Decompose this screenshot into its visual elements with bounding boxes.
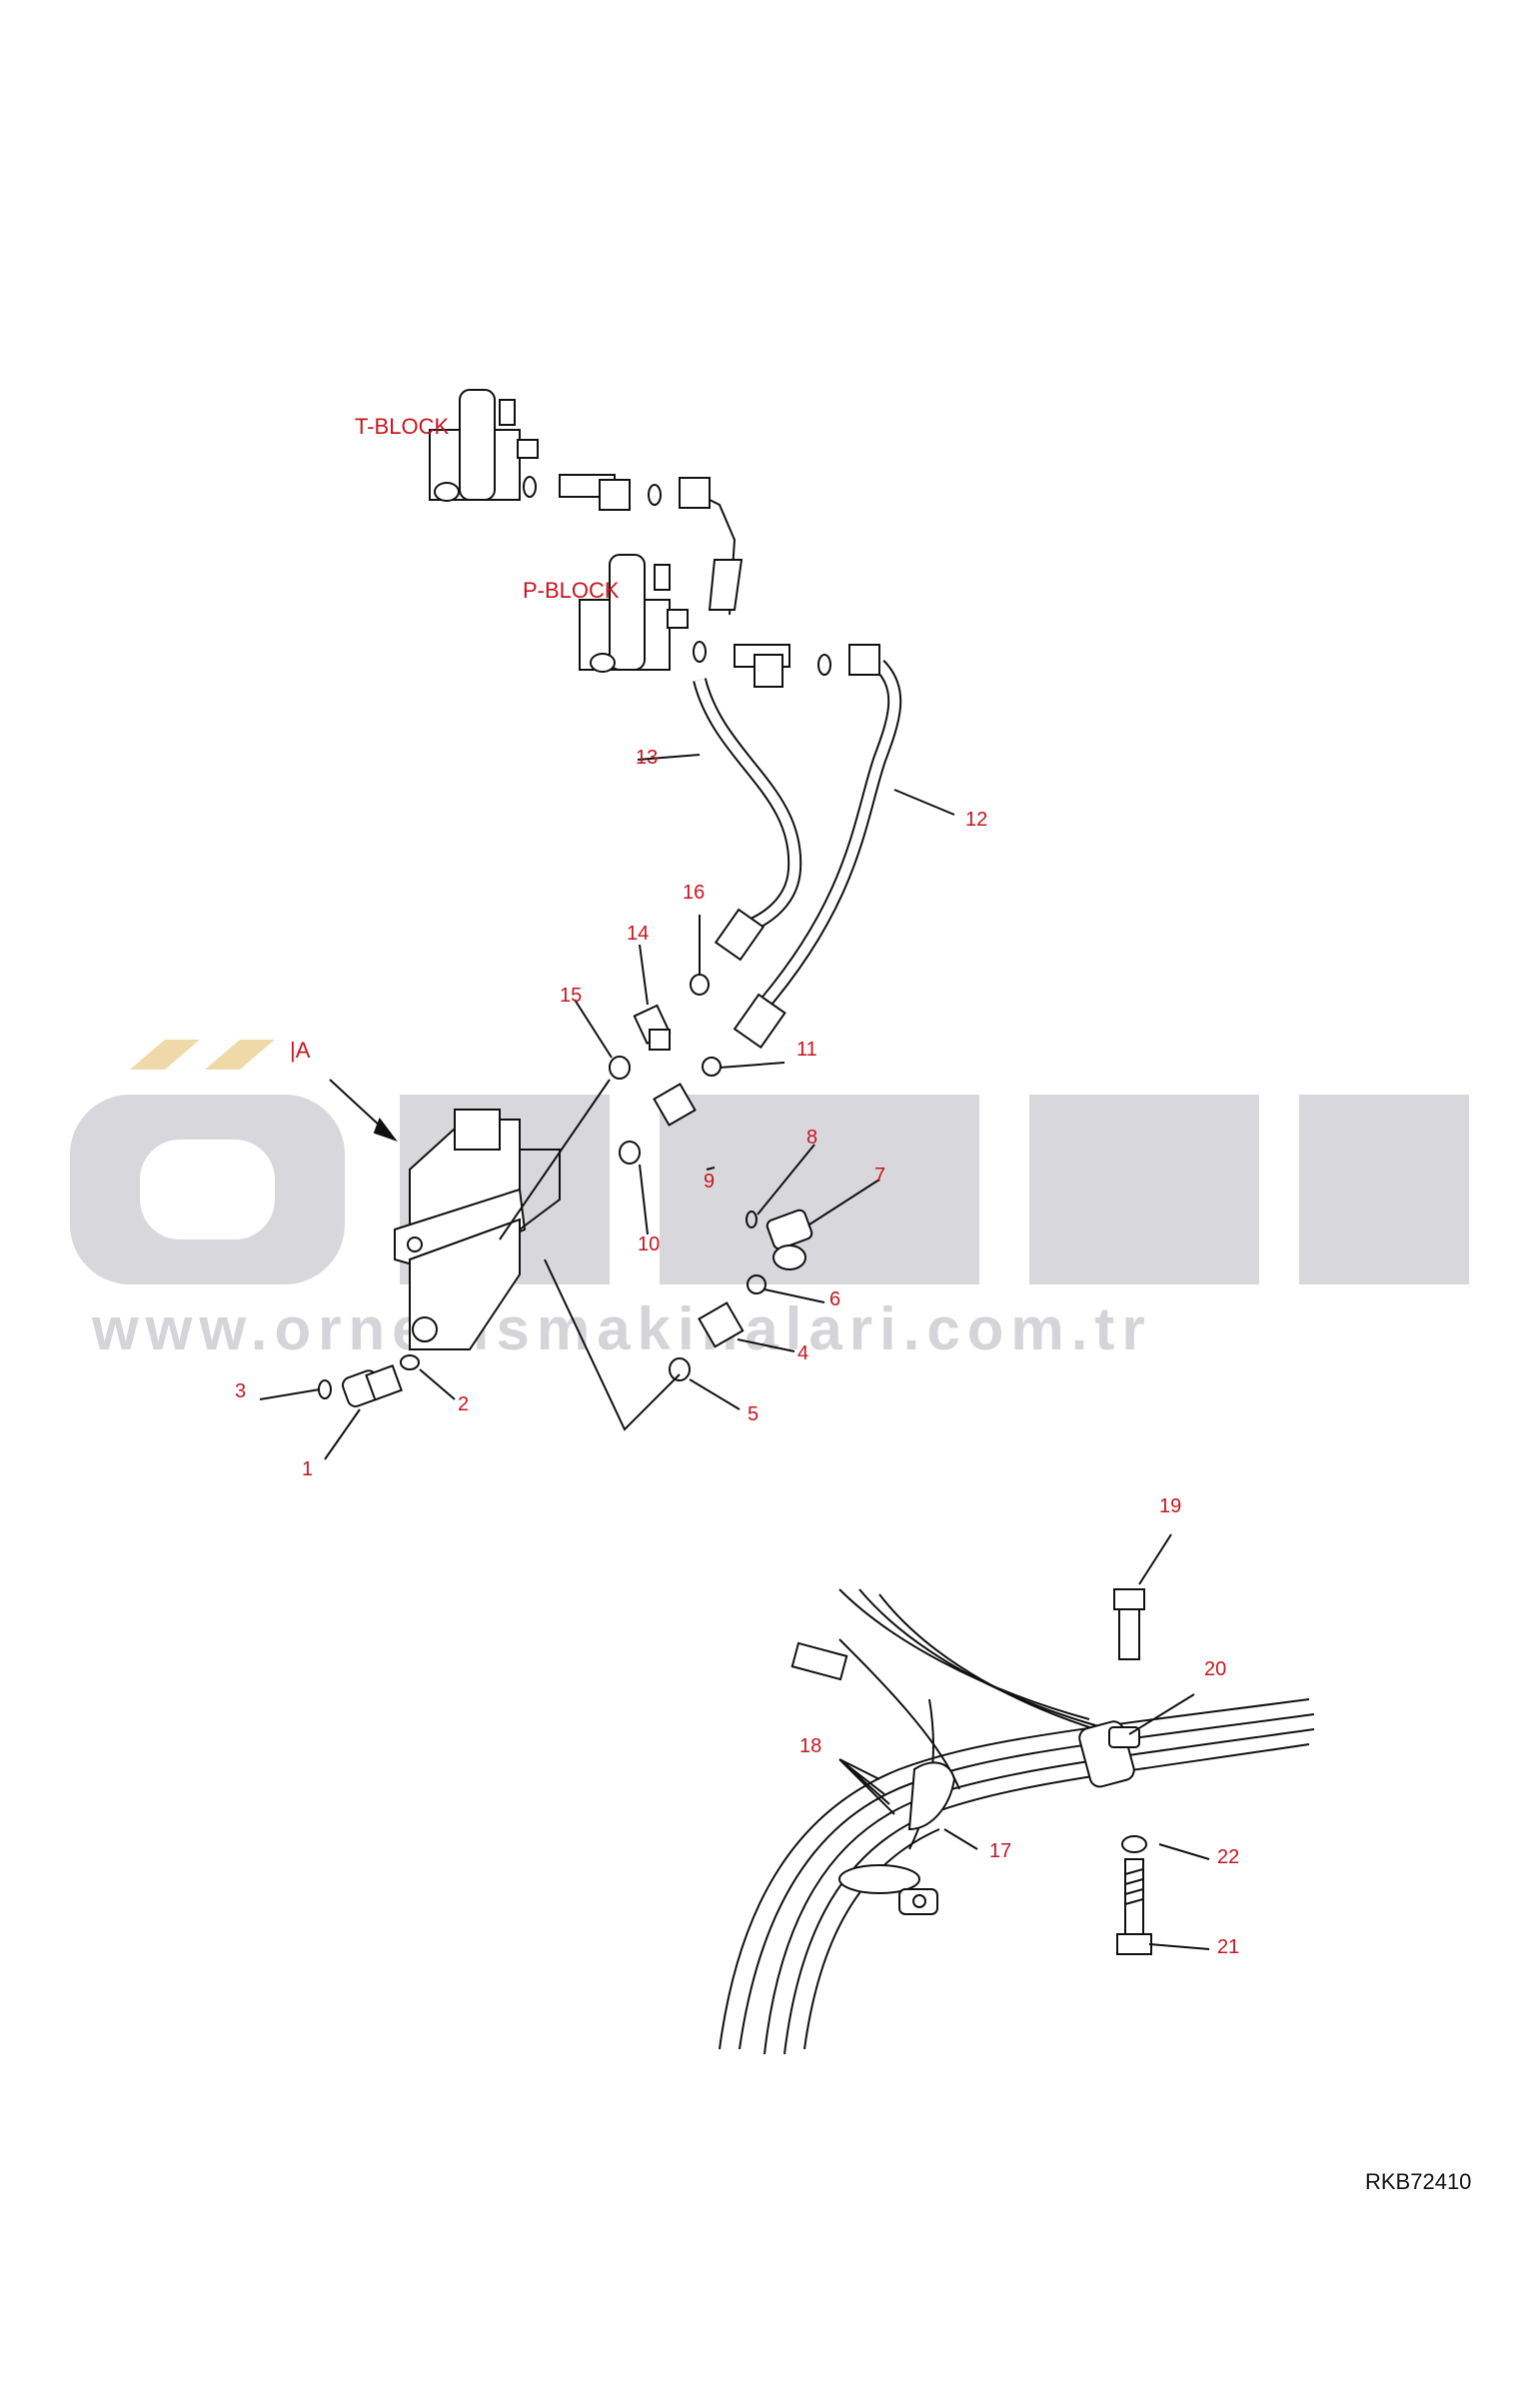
callout-8: 8 bbox=[806, 1127, 818, 1149]
callout-1: 1 bbox=[302, 1458, 314, 1480]
callout-10: 10 bbox=[638, 1233, 661, 1255]
hose-harness bbox=[719, 1588, 1315, 2055]
fitting-14 bbox=[633, 1004, 672, 1051]
t-block-valve bbox=[429, 389, 539, 502]
callout-19: 19 bbox=[1159, 1495, 1182, 1517]
callout-4: 4 bbox=[797, 1342, 809, 1364]
callout-9: 9 bbox=[704, 1171, 716, 1193]
fitting-1-elbow bbox=[342, 1364, 403, 1407]
hose-12 bbox=[754, 660, 902, 1015]
block-a bbox=[394, 1109, 527, 1350]
view-a-label: |A bbox=[290, 1038, 311, 1063]
callout-17: 17 bbox=[989, 1840, 1012, 1862]
o-ring-11 bbox=[702, 1057, 722, 1077]
drawing-code: RKB72410 bbox=[1365, 2169, 1472, 2194]
p-block-valve bbox=[579, 554, 689, 673]
t-block-tee-fitting bbox=[523, 474, 662, 511]
fitting-7-elbow bbox=[765, 1208, 813, 1270]
callout-21: 21 bbox=[1217, 1936, 1240, 1958]
o-ring-10 bbox=[619, 1141, 641, 1165]
callout-16: 16 bbox=[683, 882, 706, 904]
o-ring-5 bbox=[669, 1357, 691, 1381]
callout-20: 20 bbox=[1204, 1658, 1227, 1680]
fitting-4 bbox=[698, 1301, 745, 1348]
o-ring-8 bbox=[746, 1210, 758, 1228]
washer-22 bbox=[1121, 1835, 1147, 1853]
t-block-label: T-BLOCK bbox=[355, 414, 450, 439]
fitting-9 bbox=[653, 1083, 697, 1127]
callout-11: 11 bbox=[796, 1039, 817, 1061]
p-block-label: P-BLOCK bbox=[523, 578, 620, 603]
callout-14: 14 bbox=[627, 923, 650, 945]
watermark-url: www.ornekismakinalari.com.tr bbox=[92, 1295, 1152, 1362]
o-ring-6 bbox=[747, 1274, 766, 1294]
callout-22: 22 bbox=[1217, 1846, 1240, 1868]
callout-2: 2 bbox=[458, 1393, 470, 1415]
callout-13: 13 bbox=[636, 747, 659, 769]
callout-6: 6 bbox=[829, 1288, 841, 1310]
p-block-tee-fitting bbox=[693, 641, 831, 688]
callout-15: 15 bbox=[560, 985, 583, 1007]
callout-12: 12 bbox=[965, 809, 988, 831]
callout-3: 3 bbox=[235, 1380, 247, 1402]
bolt-19 bbox=[1113, 1588, 1145, 1660]
o-ring-16 bbox=[690, 974, 710, 996]
callout-18: 18 bbox=[799, 1735, 822, 1757]
o-ring-15 bbox=[609, 1056, 631, 1080]
callout-7: 7 bbox=[874, 1165, 886, 1187]
callout-5: 5 bbox=[748, 1403, 760, 1425]
bolt-21 bbox=[1116, 1858, 1152, 1955]
